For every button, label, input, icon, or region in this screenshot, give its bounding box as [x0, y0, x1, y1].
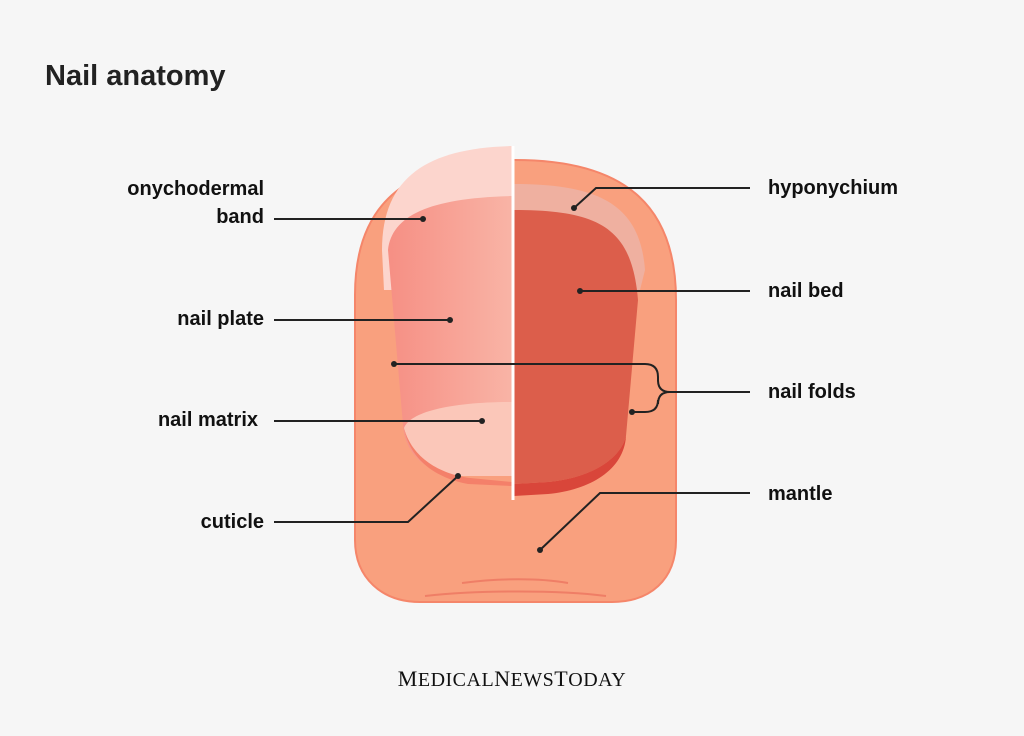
nail-bed: [514, 210, 638, 484]
knuckle-crease: [461, 578, 569, 584]
label-onychodermal-band-line2: band: [216, 206, 264, 228]
leader-dot: [455, 473, 461, 479]
brand-today-rest: ODAY: [568, 669, 627, 691]
leader-dot: [571, 205, 577, 211]
page-title: Nail anatomy: [45, 60, 226, 92]
cuticle-red-band: [514, 436, 626, 496]
leader-dot: [537, 547, 543, 553]
label-nail-plate: nail plate: [177, 308, 264, 330]
label-nail-bed: nail bed: [768, 280, 844, 302]
leader-dot: [577, 288, 583, 294]
label-hyponychium: hyponychium: [768, 177, 899, 199]
leader-dot: [391, 361, 397, 367]
leader-nail-folds: [394, 363, 750, 413]
leader-cuticle: [274, 475, 459, 523]
label-mantle: mantle: [768, 483, 833, 505]
brand-today-initial: T: [554, 666, 569, 691]
brand-news-rest: EWS: [510, 669, 555, 691]
brand-medical-initial: M: [397, 666, 418, 691]
leader-dot: [420, 216, 426, 222]
label-cuticle: cuticle: [200, 511, 264, 533]
leader-hyponychium: [573, 187, 750, 209]
leader-dot: [629, 409, 635, 415]
leader-dot: [479, 418, 485, 424]
label-onychodermal-band-line1: onychodermal: [127, 178, 264, 200]
label-nail-folds: nail folds: [768, 381, 856, 403]
knuckle-crease: [424, 590, 607, 597]
leader-mantle: [539, 492, 750, 551]
brand-news-initial: N: [494, 666, 511, 691]
label-onychodermal-band: onychodermal band: [127, 175, 264, 231]
brand-medical-rest: EDICAL: [417, 669, 495, 691]
brand-logo: MEDICALNEWSTODAY: [0, 666, 1024, 692]
label-nail-matrix: nail matrix: [157, 409, 258, 431]
leader-dot: [447, 317, 453, 323]
